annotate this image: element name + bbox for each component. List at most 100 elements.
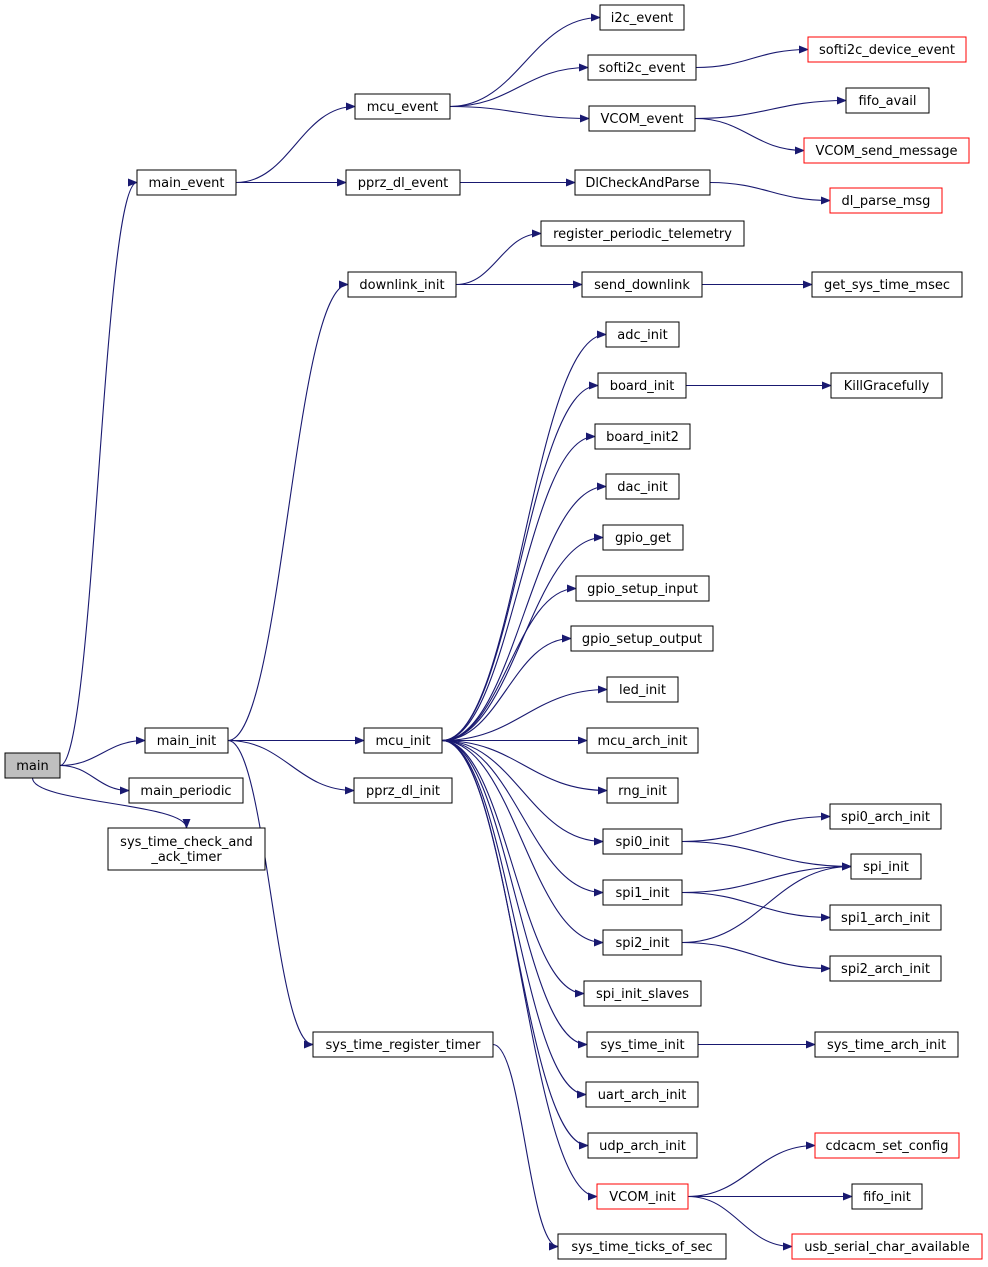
edge-VCOM_event-to-VCOM_send_message bbox=[694, 117, 805, 155]
edge-spi2_init-to-spi_init bbox=[681, 862, 852, 944]
node-label-spi1_init: spi1_init bbox=[616, 886, 670, 901]
node-gpio_get[interactable]: gpio_get bbox=[602, 524, 684, 551]
edge-mcu_init-to-board_init2 bbox=[441, 432, 596, 742]
node-label-mcu_event: mcu_event bbox=[367, 100, 439, 115]
node-spi0_init[interactable]: spi0_init bbox=[602, 828, 683, 855]
node-spi_init[interactable]: spi_init bbox=[850, 853, 922, 880]
node-label-adc_init: adc_init bbox=[617, 328, 667, 343]
node-box-uart_arch_init bbox=[585, 1081, 699, 1108]
edge-main_init-to-downlink_init bbox=[227, 280, 349, 742]
node-gpio_setup_output[interactable]: gpio_setup_output bbox=[570, 625, 714, 652]
edge-group-sys_time_register_timer-to-sys_time_ticks_of_sec bbox=[492, 1043, 559, 1251]
node-led_init[interactable]: led_init bbox=[606, 676, 679, 703]
node-box-register_periodic_telemetry bbox=[540, 220, 745, 247]
edge-group-spi1_init-to-spi1_arch_init bbox=[681, 891, 831, 922]
node-box-main_periodic bbox=[128, 777, 244, 804]
node-KillGracefully[interactable]: KillGracefully bbox=[830, 372, 943, 399]
edge-mcu_init-to-VCOM_init bbox=[441, 739, 598, 1201]
node-main[interactable]: main bbox=[4, 752, 61, 779]
node-sys_time_init[interactable]: sys_time_init bbox=[586, 1031, 699, 1058]
node-main_periodic[interactable]: main_periodic bbox=[128, 777, 244, 804]
node-softi2c_device_event[interactable]: softi2c_device_event bbox=[807, 36, 967, 63]
node-label-gpio_get: gpio_get bbox=[615, 531, 671, 546]
edge-main-to-main_event bbox=[59, 178, 138, 767]
node-spi2_arch_init[interactable]: spi2_arch_init bbox=[829, 955, 942, 982]
node-spi_init_slaves[interactable]: spi_init_slaves bbox=[583, 980, 702, 1007]
node-softi2c_event[interactable]: softi2c_event bbox=[587, 54, 697, 81]
node-label-VCOM_send_message: VCOM_send_message bbox=[815, 144, 957, 159]
node-pprz_dl_init[interactable]: pprz_dl_init bbox=[353, 777, 453, 804]
node-label-sys_time_register_timer: sys_time_register_timer bbox=[326, 1038, 482, 1053]
edge-group-VCOM_init-to-usb_serial_char_available bbox=[687, 1195, 793, 1251]
edge-group-spi0_init-to-spi0_arch_init bbox=[681, 812, 831, 843]
node-uart_arch_init[interactable]: uart_arch_init bbox=[585, 1081, 699, 1108]
node-DlCheckAndParse[interactable]: DlCheckAndParse bbox=[574, 169, 711, 196]
node-main_init[interactable]: main_init bbox=[144, 727, 229, 754]
node-sys_time_check[interactable]: sys_time_check_and_ack_timer bbox=[107, 827, 266, 871]
edge-group-mcu_init-to-spi1_init bbox=[441, 739, 604, 897]
node-rng_init[interactable]: rng_init bbox=[606, 777, 679, 804]
node-spi0_arch_init[interactable]: spi0_arch_init bbox=[829, 803, 942, 830]
node-cdcacm_set_config[interactable]: cdcacm_set_config bbox=[814, 1132, 960, 1159]
edge-downlink_init-to-register_periodic_telemetry bbox=[455, 229, 542, 286]
node-label-spi_init: spi_init bbox=[863, 860, 909, 875]
node-label-spi_init_slaves: spi_init_slaves bbox=[596, 987, 689, 1002]
node-box-i2c_event bbox=[599, 4, 685, 31]
node-label-register_periodic_telemetry: register_periodic_telemetry bbox=[553, 227, 732, 242]
node-label-mcu_arch_init: mcu_arch_init bbox=[597, 734, 687, 749]
node-label-i2c_event: i2c_event bbox=[611, 11, 674, 26]
node-board_init2[interactable]: board_init2 bbox=[594, 423, 691, 450]
node-gpio_setup_input[interactable]: gpio_setup_input bbox=[575, 575, 710, 602]
node-mcu_arch_init[interactable]: mcu_arch_init bbox=[586, 727, 699, 754]
node-fifo_init[interactable]: fifo_init bbox=[851, 1183, 923, 1210]
node-fifo_avail[interactable]: fifo_avail bbox=[845, 87, 930, 114]
edge-group-mcu_init-to-uart_arch_init bbox=[441, 739, 587, 1099]
node-box-mcu_event bbox=[354, 93, 451, 120]
node-pprz_dl_event[interactable]: pprz_dl_event bbox=[345, 169, 461, 196]
node-box-led_init bbox=[606, 676, 679, 703]
node-sys_time_ticks_of_sec[interactable]: sys_time_ticks_of_sec bbox=[557, 1233, 727, 1260]
node-label-cdcacm_set_config: cdcacm_set_config bbox=[826, 1139, 949, 1154]
node-sys_time_register_timer[interactable]: sys_time_register_timer bbox=[312, 1031, 494, 1058]
node-board_init[interactable]: board_init bbox=[597, 372, 687, 399]
node-spi1_init[interactable]: spi1_init bbox=[602, 879, 683, 906]
node-dl_parse_msg[interactable]: dl_parse_msg bbox=[829, 187, 943, 214]
node-mcu_init[interactable]: mcu_init bbox=[363, 727, 443, 754]
node-get_sys_time_msec[interactable]: get_sys_time_msec bbox=[811, 271, 963, 298]
node-label-VCOM_init: VCOM_init bbox=[609, 1190, 675, 1205]
node-box-VCOM_send_message bbox=[803, 137, 970, 164]
node-udp_arch_init[interactable]: udp_arch_init bbox=[587, 1132, 698, 1159]
node-spi1_arch_init[interactable]: spi1_arch_init bbox=[829, 904, 942, 931]
node-VCOM_event[interactable]: VCOM_event bbox=[588, 105, 696, 132]
edge-group-mcu_init-to-spi2_init bbox=[441, 739, 604, 947]
edge-group-spi2_init-to-spi_init bbox=[681, 862, 852, 944]
node-mcu_event[interactable]: mcu_event bbox=[354, 93, 451, 120]
node-VCOM_init[interactable]: VCOM_init bbox=[596, 1183, 689, 1210]
edge-main_init-to-pprz_dl_init bbox=[227, 739, 355, 795]
node-label-fifo_avail: fifo_avail bbox=[858, 94, 916, 109]
edge-group-mcu_init-to-VCOM_init bbox=[441, 739, 598, 1201]
node-adc_init[interactable]: adc_init bbox=[605, 321, 680, 348]
edge-group-mcu_init-to-sys_time_init bbox=[441, 739, 588, 1049]
node-sys_time_arch_init[interactable]: sys_time_arch_init bbox=[814, 1031, 959, 1058]
node-dac_init[interactable]: dac_init bbox=[605, 473, 680, 500]
node-box-sys_time_ticks_of_sec bbox=[557, 1233, 727, 1260]
node-main_event[interactable]: main_event bbox=[136, 169, 237, 196]
node-register_periodic_telemetry[interactable]: register_periodic_telemetry bbox=[540, 220, 745, 247]
edge-group-mcu_event-to-VCOM_event bbox=[449, 105, 590, 123]
node-VCOM_send_message[interactable]: VCOM_send_message bbox=[803, 137, 970, 164]
node-label-spi2_arch_init: spi2_arch_init bbox=[841, 962, 930, 977]
edge-mcu_init-to-gpio_setup_output bbox=[441, 634, 572, 742]
node-spi2_init[interactable]: spi2_init bbox=[602, 929, 683, 956]
node-downlink_init[interactable]: downlink_init bbox=[347, 271, 457, 298]
node-i2c_event[interactable]: i2c_event bbox=[599, 4, 685, 31]
edge-main_init-to-sys_time_register_timer bbox=[227, 739, 314, 1049]
node-box-mcu_init bbox=[363, 727, 443, 754]
node-usb_serial_char_available[interactable]: usb_serial_char_available bbox=[791, 1233, 983, 1260]
node-box-main_event bbox=[136, 169, 237, 196]
edge-group-spi1_init-to-spi_init bbox=[681, 862, 852, 894]
node-send_downlink[interactable]: send_downlink bbox=[581, 271, 703, 298]
edge-group-mcu_init-to-led_init bbox=[441, 685, 608, 742]
node-box-send_downlink bbox=[581, 271, 703, 298]
edge-group-main_init-to-sys_time_register_timer bbox=[227, 739, 314, 1049]
